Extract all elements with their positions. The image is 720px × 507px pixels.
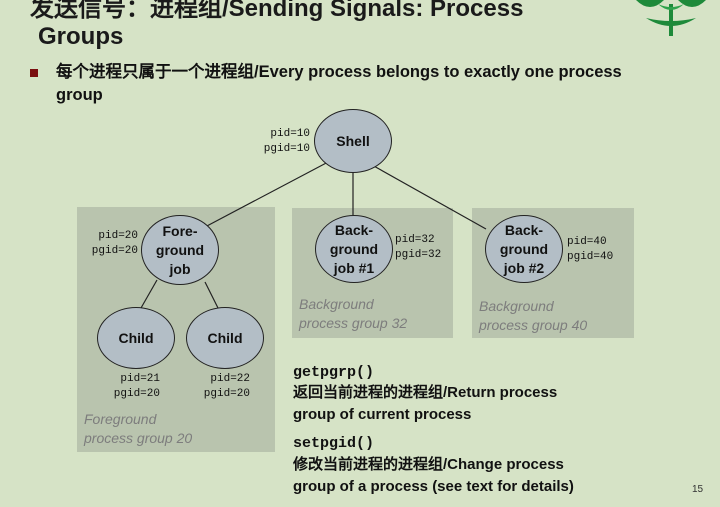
setpgid-function-name: setpgid() [293, 435, 375, 452]
setpgid-description-line1: 修改当前进程的进程组/Change process [293, 456, 564, 473]
university-logo-icon [636, 0, 706, 36]
page-number: 15 [692, 484, 704, 495]
shell-label: Shell [336, 132, 370, 149]
getpgrp-description-line2: group of current process [293, 406, 472, 423]
edge-shell-bg2 [371, 164, 487, 230]
child-1-pid-label: pid=21 pgid=20 [113, 373, 160, 400]
child-2-label: Child [207, 329, 243, 346]
background-group-32-label: Background process group 32 [299, 296, 408, 331]
background-job-2-pid-label: pid=40 pgid=40 [567, 236, 614, 263]
foreground-job-pid-label: pid=20 pgid=20 [91, 230, 138, 257]
background-job-1-node: Back- ground job #1 [315, 215, 393, 283]
child-node-2: Child [186, 307, 264, 369]
slide-title: 发送信号：进程组/Sending Signals: Process [30, 0, 524, 22]
bullet-text: 每个进程只属于一个进程组/Every process belongs to ex… [56, 63, 622, 104]
edge-shell-foreground [204, 160, 331, 228]
slide-title-continued: Groups [38, 23, 124, 50]
setpgid-description-line2: group of a process (see text for details… [293, 478, 574, 495]
background-group-40-label: Background process group 40 [479, 298, 588, 333]
child-2-pid-label: pid=22 pgid=20 [203, 373, 250, 400]
background-job-2-node: Back- ground job #2 [485, 215, 563, 283]
background-job-1-label: Back- ground job #1 [329, 221, 379, 276]
getpgrp-function-name: getpgrp() [293, 364, 375, 381]
foreground-group-label: Foreground process group 20 [84, 411, 193, 446]
foreground-job-label: Fore- ground job [155, 222, 205, 277]
child-1-label: Child [118, 329, 154, 346]
getpgrp-description-line1: 返回当前进程的进程组/Return process [293, 384, 558, 401]
background-job-1-pid-label: pid=32 pgid=32 [395, 234, 442, 261]
edge-foreground-child2 [204, 281, 219, 309]
child-node-1: Child [97, 307, 175, 369]
bullet-marker [30, 69, 38, 77]
shell-node: Shell [314, 109, 392, 173]
shell-pid-label: pid=10 pgid=10 [263, 128, 310, 155]
background-job-2-label: Back- ground job #2 [499, 221, 549, 276]
edge-foreground-child1 [140, 279, 158, 309]
foreground-job-node: Fore- ground job [141, 215, 219, 285]
